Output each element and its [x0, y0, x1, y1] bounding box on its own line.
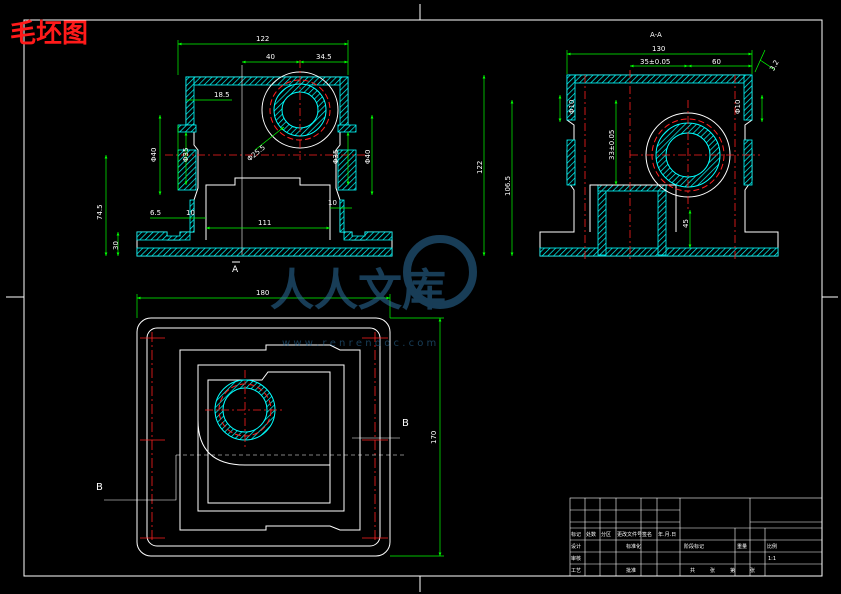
top-view-dim-labels: 180 170 B B: [96, 289, 438, 493]
view-marker-a: A: [232, 265, 239, 275]
dim-front-right-outer: Φ40: [364, 150, 372, 164]
dim-front-step: 18.5: [214, 91, 230, 99]
dim-side-center-offset: 35±0.05: [640, 58, 670, 66]
dim-front-top-right: 34.5: [316, 53, 332, 61]
dim-side-height-total: 122: [476, 161, 484, 174]
tb-header-1: 标记: [571, 531, 581, 538]
drawing-border: [6, 4, 838, 592]
dim-front-base-width: 111: [258, 219, 271, 227]
tb-process: 工艺: [571, 568, 581, 574]
dim-side-right-hole: Φ10: [734, 100, 742, 114]
tb-sheet-no: 第: [730, 567, 735, 574]
tb-header-3: 分区: [601, 531, 611, 538]
top-view-dimensions: [136, 294, 444, 557]
tb-scale: 1:1: [768, 556, 776, 562]
tb-header-4: 更改文件号: [617, 531, 642, 538]
watermark-text: 人人文库: [270, 265, 446, 316]
dim-top-width: 180: [256, 289, 269, 297]
dim-front-left-outer: Φ40: [150, 148, 158, 162]
tb-scale-label: 比例: [767, 543, 777, 550]
dim-side-base-small: 45: [682, 219, 690, 228]
dim-front-bore: Φ25.5: [246, 143, 267, 163]
view-marker-b-left: B: [96, 482, 103, 493]
dim-front-top-left: 40: [266, 53, 275, 61]
title-block: [569, 497, 823, 577]
dim-side-center-height: 33±0.05: [608, 130, 616, 160]
tb-header-6: 年.月.日: [658, 531, 676, 538]
watermark-url: w w w . r e n r e n d o c . c o m: [282, 338, 436, 349]
front-view-dimensions: [104, 40, 374, 256]
section-view: [539, 70, 779, 262]
dim-side-left-hole: Φ10: [568, 100, 576, 114]
section-view-dim-labels: A-A 130 35±0.05 60 3.2 Φ10 Φ10 122 106.5…: [476, 31, 781, 228]
dim-front-left-gap: 10: [186, 209, 195, 217]
dim-top-depth: 170: [430, 431, 438, 444]
dim-front-left-slot: 6.5: [150, 209, 161, 217]
top-view: [104, 317, 404, 557]
section-view-dimensions: [482, 49, 776, 256]
dim-side-height-base: 106.5: [504, 176, 512, 196]
dim-side-overall-width: 130: [652, 45, 665, 53]
dim-side-surface-finish: 3.2: [768, 59, 780, 73]
tb-review: 审核: [571, 555, 581, 562]
watermark: 人人文库 w w w . r e n r e n d o c . c o m: [270, 235, 477, 349]
title-block-text: 标记 处数 分区 更改文件号 签名 年.月.日 设计 标准化 审核 工艺 批准 …: [571, 531, 777, 574]
dim-front-total-height: 74.5: [96, 204, 104, 220]
dim-front-overall-width: 122: [256, 35, 269, 43]
front-view: [136, 60, 393, 263]
dim-front-base-height: 30: [112, 241, 120, 250]
tb-header-2: 处数: [586, 531, 596, 538]
section-label: A-A: [650, 31, 662, 39]
drawing-title: 毛坯图: [10, 19, 88, 49]
tb-approve: 批准: [626, 567, 636, 574]
dim-front-right-gap: 10: [328, 199, 337, 207]
dim-side-right-width: 60: [712, 58, 721, 66]
tb-sheet-2: 张: [750, 567, 755, 574]
tb-standard: 标准化: [626, 543, 641, 550]
tb-header-5: 签名: [642, 531, 652, 538]
dim-front-right-inner: Φ35: [332, 150, 340, 164]
view-marker-b-right: B: [402, 418, 409, 429]
tb-weight: 重量: [737, 543, 747, 550]
tb-sheet-1: 张: [710, 567, 715, 574]
dim-front-left-inner: Φ35: [182, 148, 190, 162]
tb-stage-mark: 阶段标记: [684, 543, 704, 550]
tb-design: 设计: [571, 543, 581, 550]
tb-total: 共: [690, 567, 695, 574]
